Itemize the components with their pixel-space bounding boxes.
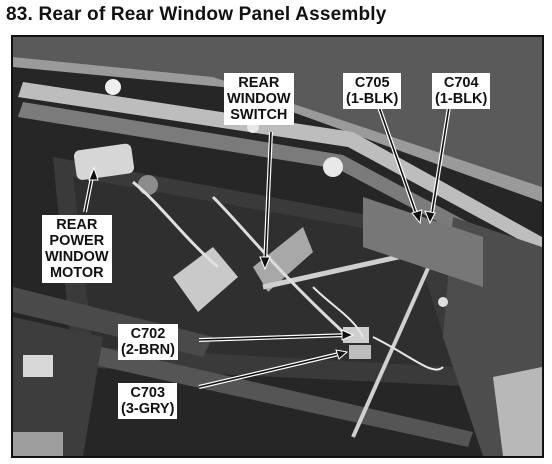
label-c705: C705 (1-BLK): [343, 73, 402, 109]
label-c702: C702 (2-BRN): [118, 324, 178, 360]
label-c703: C703 (3-GRY): [118, 383, 178, 419]
panel-assembly-photo: REAR WINDOW SWITCH C705 (1-BLK) C704 (1-…: [11, 35, 544, 458]
figure-title: 83. Rear of Rear Window Panel Assembly: [6, 4, 387, 25]
label-rear-power-window-motor: REAR POWER WINDOW MOTOR: [42, 215, 112, 283]
label-rear-window-switch: REAR WINDOW SWITCH: [224, 73, 294, 125]
label-c704: C704 (1-BLK): [432, 73, 491, 109]
